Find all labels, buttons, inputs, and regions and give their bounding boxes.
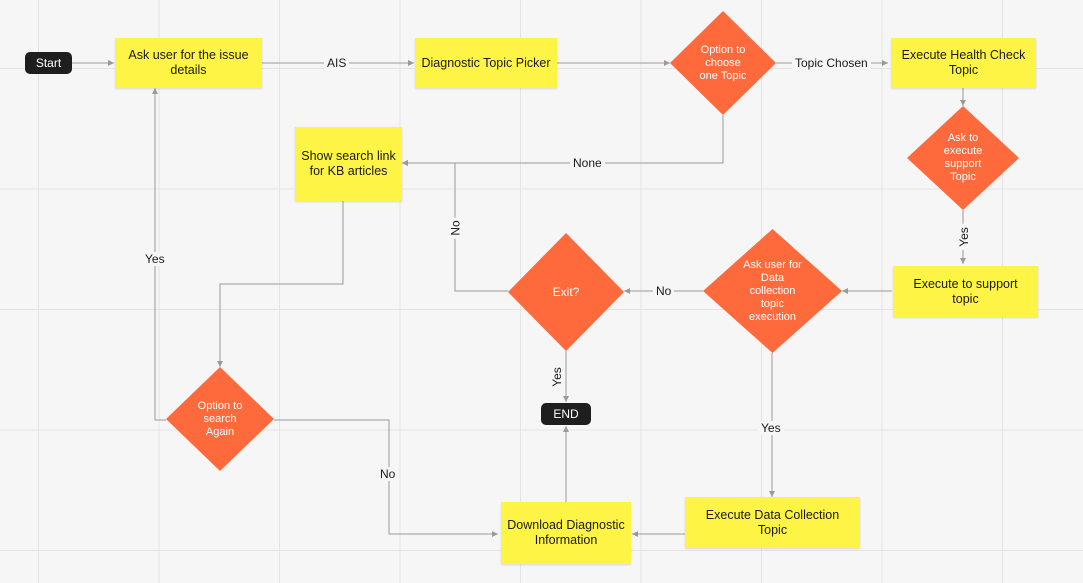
edge-label-no-kb: No <box>448 217 463 239</box>
exit-label: Exit? <box>552 284 580 299</box>
edge-label-no-search: No <box>377 467 399 481</box>
exit-decision[interactable]: Exit? <box>508 233 624 351</box>
edge-label-ais: AIS <box>324 56 350 70</box>
end-node[interactable]: END <box>541 403 591 425</box>
download-diagnostic-node[interactable]: Download Diagnostic Information <box>501 502 631 564</box>
ask-support-decision[interactable]: Ask to execute support Topic <box>907 106 1019 210</box>
search-again-label: Option to search Again <box>197 399 243 438</box>
execute-health-check-node[interactable]: Execute Health Check Topic <box>891 38 1036 88</box>
edge-kb-to-search <box>217 201 344 367</box>
edge-label-yes-support: Yes <box>956 224 971 250</box>
edge-label-none: None <box>570 156 605 170</box>
ask-data-collection-decision[interactable]: Ask user for Data collection topic execu… <box>703 229 842 353</box>
ask-support-label: Ask to execute support Topic <box>943 132 983 183</box>
choose-topic-label: Option to choose one Topic <box>699 43 747 82</box>
ask-data-collection-label: Ask user for Data collection topic execu… <box>743 258 802 323</box>
edge-label-no-exit: No <box>653 284 675 298</box>
diagnostic-topic-picker-node[interactable]: Diagnostic Topic Picker <box>415 38 557 88</box>
start-node[interactable]: Start <box>25 52 72 74</box>
execute-data-collection-node[interactable]: Execute Data Collection Topic <box>685 497 860 548</box>
edge-choose-to-kb <box>402 115 724 166</box>
edge-label-topic-chosen: Topic Chosen <box>792 56 871 70</box>
edge-search-to-ask <box>152 88 166 421</box>
edge-label-yes-search: Yes <box>142 252 168 266</box>
edge-label-yes-data: Yes <box>758 421 784 435</box>
edge-label-yes-end: Yes <box>549 364 564 390</box>
show-kb-search-link-node[interactable]: Show search link for KB articles <box>295 127 402 201</box>
ask-user-issue-node[interactable]: Ask user for the issue details <box>115 38 262 88</box>
search-again-decision[interactable]: Option to search Again <box>166 367 274 471</box>
execute-support-topic-node[interactable]: Execute to support topic <box>893 266 1038 317</box>
choose-topic-decision[interactable]: Option to choose one Topic <box>670 11 776 115</box>
